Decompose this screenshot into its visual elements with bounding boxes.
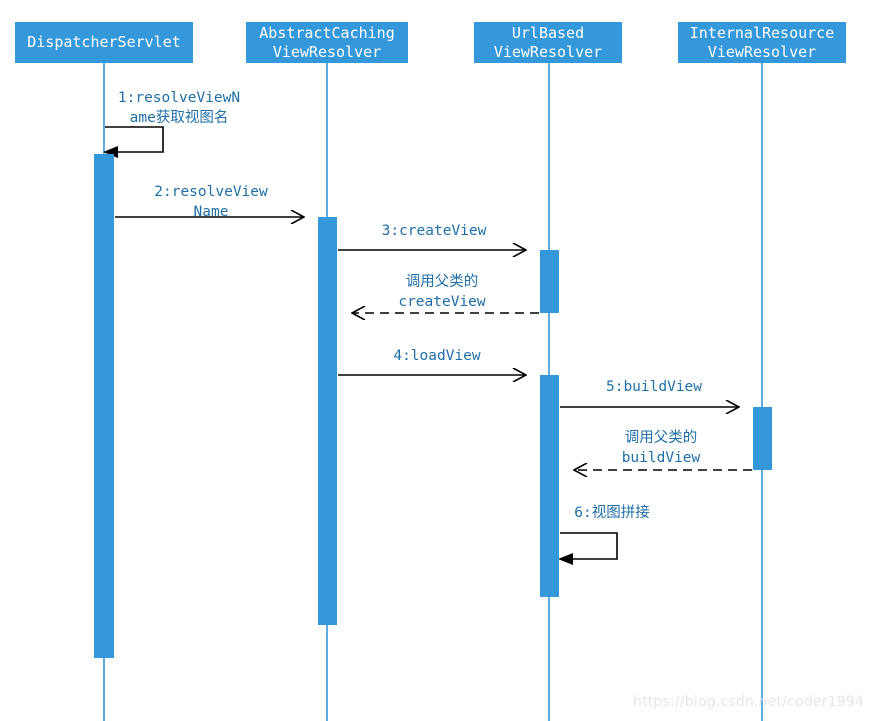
participant-label-abstract-caching-view-resolver: AbstractCaching ViewResolver	[259, 23, 395, 61]
participant-abstract-caching-view-resolver[interactable]: AbstractCaching ViewResolver	[246, 22, 408, 63]
message-6-self-call-arrow	[558, 532, 618, 565]
activation-bar-dispatcher	[94, 154, 114, 658]
participant-internal-resource-view-resolver[interactable]: InternalResource ViewResolver	[678, 22, 846, 63]
lifelines	[103, 63, 763, 721]
activation-bar-internal-resource	[753, 407, 772, 470]
participant-dispatcher-servlet[interactable]: DispatcherServlet	[15, 22, 193, 63]
participant-label-url-based-view-resolver: UrlBased ViewResolver	[493, 23, 603, 61]
activation-bar-url-based-1	[540, 250, 559, 313]
message-1-self-call-arrow	[103, 126, 164, 158]
participant-url-based-view-resolver[interactable]: UrlBased ViewResolver	[474, 22, 622, 63]
participant-label-internal-resource-view-resolver: InternalResource ViewResolver	[689, 23, 835, 61]
watermark: https://blog.csdn.net/coder1994	[633, 694, 865, 710]
participant-label-dispatcher-servlet: DispatcherServlet	[27, 33, 181, 51]
activation-bar-abstract-caching	[318, 217, 337, 625]
activation-bar-url-based-2	[540, 375, 559, 597]
